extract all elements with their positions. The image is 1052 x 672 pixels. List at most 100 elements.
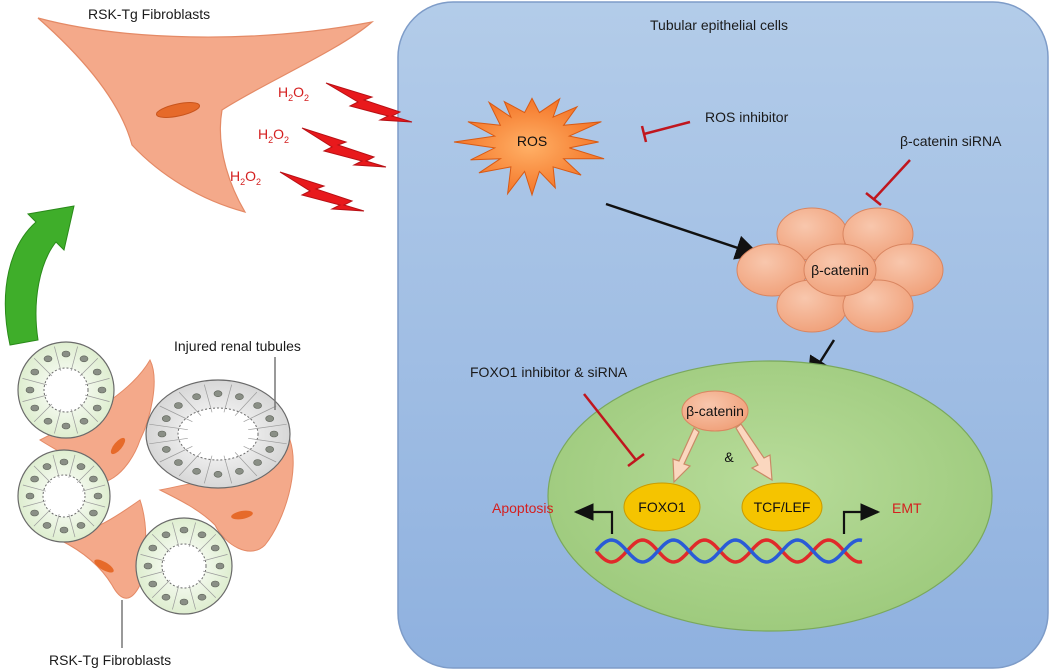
ampersand-label: & — [724, 449, 734, 465]
tubule-cell-border — [82, 500, 106, 508]
tubule-cell-border — [79, 357, 99, 377]
lightning-bolt-1 — [325, 82, 413, 123]
tubule-cell-nucleus — [235, 393, 244, 401]
tubule-cell-border — [178, 452, 202, 477]
tubule-cell-border — [22, 500, 46, 508]
tubule-cell-nucleus — [174, 402, 183, 409]
tubule-cell-nucleus — [30, 509, 39, 517]
lightning-bolt-2 — [301, 127, 387, 168]
tubule-cell-nucleus — [265, 446, 275, 453]
tubule-cell-nucleus — [59, 458, 69, 466]
tubule-cell-nucleus — [148, 544, 158, 552]
tubule-cell-border — [234, 452, 258, 477]
tubule-cell-border — [70, 409, 78, 434]
tubule-cell-nucleus — [213, 390, 223, 398]
tubule-cell-border — [203, 570, 228, 578]
tubule-cell-border — [159, 445, 193, 463]
tubule-cell-nucleus — [92, 368, 102, 376]
tubule-cell-border — [172, 585, 180, 610]
foxo1-node — [623, 482, 701, 532]
tubule-cell-border — [159, 405, 193, 423]
tubule-cell-border — [248, 423, 287, 431]
ros-inhibitor-symbol — [640, 120, 691, 143]
tubule-cell-nucleus — [161, 531, 171, 539]
tubule-cell-nucleus — [269, 430, 279, 438]
tubule-cell-nucleus — [43, 355, 53, 363]
tubule-cell-nucleus — [89, 475, 98, 483]
tubule-cell-border — [82, 484, 106, 492]
foxo1-label: FOXO1 — [638, 499, 686, 515]
ros-inhibitor-label: ROS inhibitor — [705, 109, 789, 125]
tubule-cell-nucleus — [253, 459, 262, 466]
ros-label: ROS — [517, 133, 547, 149]
h2o2-label-3: H2O2 — [230, 168, 262, 187]
tubule-cell-nucleus — [43, 417, 53, 425]
tubule-cell-nucleus — [179, 526, 189, 534]
tubule-cell-nucleus — [192, 393, 201, 401]
tubule-cell-border — [172, 522, 180, 547]
foxo1-inhibitor-label: FOXO1 inhibitor & siRNA — [470, 364, 628, 380]
tubule-cell-nucleus — [93, 492, 103, 500]
tcf-lef-label: TCF/LEF — [754, 499, 811, 515]
tubule-cell-border — [203, 384, 213, 413]
tubule-cell-nucleus — [192, 467, 201, 475]
tubule-cell-border — [79, 403, 99, 423]
tubule-nuclei — [22, 346, 287, 610]
tubule-cell-nucleus — [25, 492, 35, 500]
bcatenin-sirna-label: β-catenin siRNA — [900, 133, 1002, 149]
tubule-cell-border — [33, 465, 52, 484]
tubule-cell-border — [243, 405, 277, 423]
tubule-cell-border — [33, 357, 53, 377]
bcatenin-cluster — [736, 207, 944, 333]
tubule-cell-nucleus — [30, 404, 40, 412]
tubule-cell-border — [223, 384, 233, 413]
fibroblast-top — [37, 17, 375, 213]
h2o2-label-1: H2O2 — [278, 84, 310, 103]
tubule-cell-border — [22, 484, 46, 492]
emt-promoter-arrow — [842, 503, 881, 534]
tubule-cell-nucleus — [235, 467, 244, 475]
tubule-cell-border — [149, 437, 188, 445]
tubule-cell-border — [234, 391, 258, 416]
tubule-cell-border — [197, 579, 217, 599]
tubule-cell-nucleus — [161, 593, 171, 601]
tubule-cell-border — [22, 394, 47, 402]
h2o2-label-2: H2O2 — [258, 126, 290, 145]
tubule-cell-nucleus — [76, 463, 86, 470]
tubule-cell-nucleus — [76, 522, 86, 529]
tubule-cell-nucleus — [157, 430, 167, 438]
tubule-cell-border — [188, 585, 196, 610]
tubule-cell-nucleus — [215, 562, 225, 570]
bcatenin-nucleus — [681, 390, 749, 432]
tubule-cell-nucleus — [213, 470, 223, 478]
tubule-cell-border — [248, 437, 287, 445]
tubule-cell-border — [151, 533, 171, 553]
tubule-cell-nucleus — [61, 350, 71, 358]
tubule-cell-nucleus — [210, 580, 220, 588]
tubule-cell-nucleus — [210, 544, 220, 552]
tubule-cell-border — [85, 378, 110, 386]
bcatenin-nucleus-label: β-catenin — [686, 403, 744, 419]
tubule-cell-border — [178, 391, 202, 416]
lightning-bolt-3 — [279, 171, 365, 212]
tubule-cell-border — [70, 346, 78, 371]
apoptosis-promoter-arrow — [573, 503, 614, 534]
tubule-cell-border — [151, 579, 171, 599]
tubule-cell-nucleus — [197, 531, 207, 539]
tubule-cell-border — [22, 378, 47, 386]
tubule-cell-nucleus — [42, 522, 52, 529]
bcatenin-cluster-label: β-catenin — [811, 262, 869, 278]
tubule-cell-border — [33, 403, 53, 423]
hollow-arrow-to-foxo1 — [672, 427, 700, 484]
foxo1-inhibitor-symbol — [583, 393, 645, 467]
tcf-lef-node — [741, 482, 823, 532]
tubule-cell-nucleus — [61, 422, 71, 430]
ros-starburst — [453, 97, 605, 197]
tubule-cell-nucleus — [253, 402, 262, 409]
tubule-cell-border — [68, 514, 76, 538]
tubule-cell-border — [140, 554, 165, 562]
tubule-cell-border — [223, 455, 233, 484]
tubule-cell-border — [68, 454, 76, 478]
tubule-cell-border — [149, 423, 188, 431]
tubule-cell-border — [54, 346, 62, 371]
